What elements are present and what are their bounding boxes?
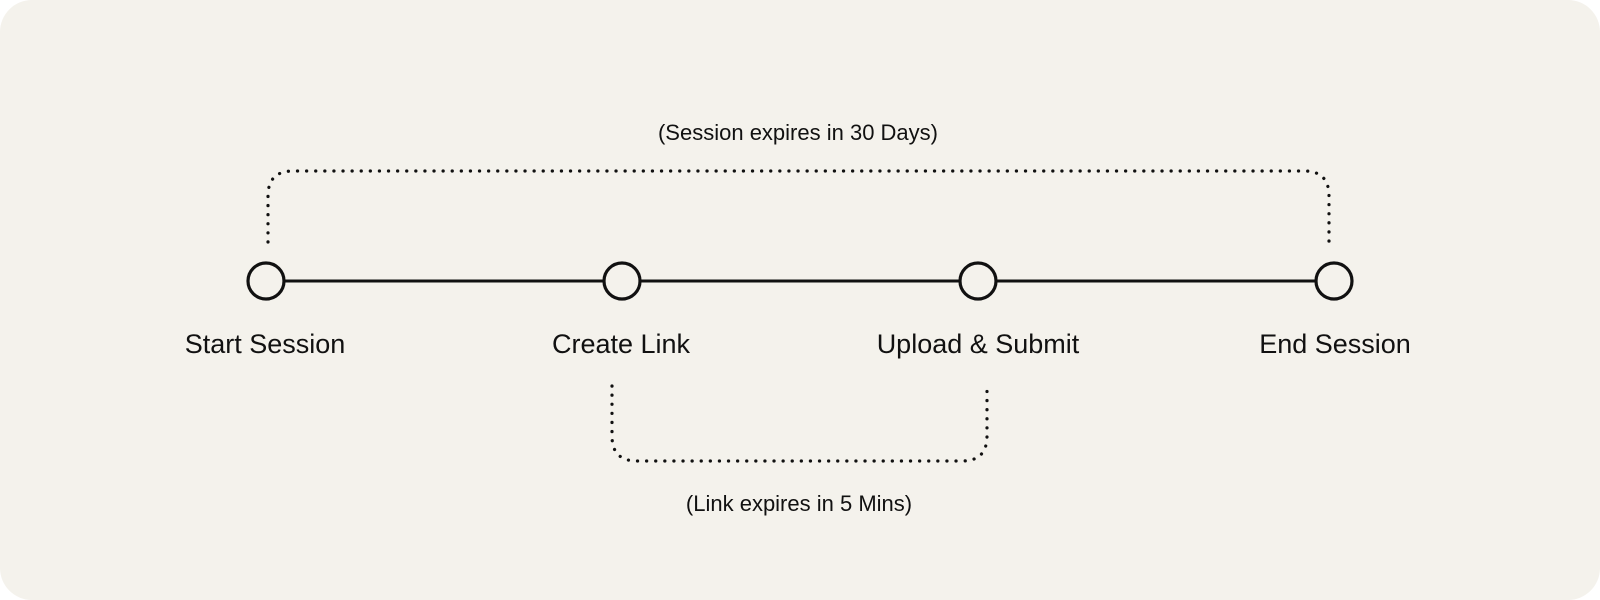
node-create-link	[602, 261, 642, 301]
step-label-start-session: Start Session	[185, 329, 346, 359]
step-label-end-session: End Session	[1259, 329, 1411, 359]
step-label-upload-submit: Upload & Submit	[877, 329, 1080, 359]
step-label-create-link: Create Link	[552, 329, 691, 359]
node-end-session	[1314, 261, 1354, 301]
link-expiry-label: (Link expires in 5 Mins)	[686, 491, 912, 516]
session-expiry-label: (Session expires in 30 Days)	[658, 120, 938, 145]
session-span-bracket	[266, 169, 1331, 244]
node-start-session	[246, 261, 286, 301]
node-upload-submit	[958, 261, 998, 301]
link-span-bracket	[610, 384, 989, 463]
